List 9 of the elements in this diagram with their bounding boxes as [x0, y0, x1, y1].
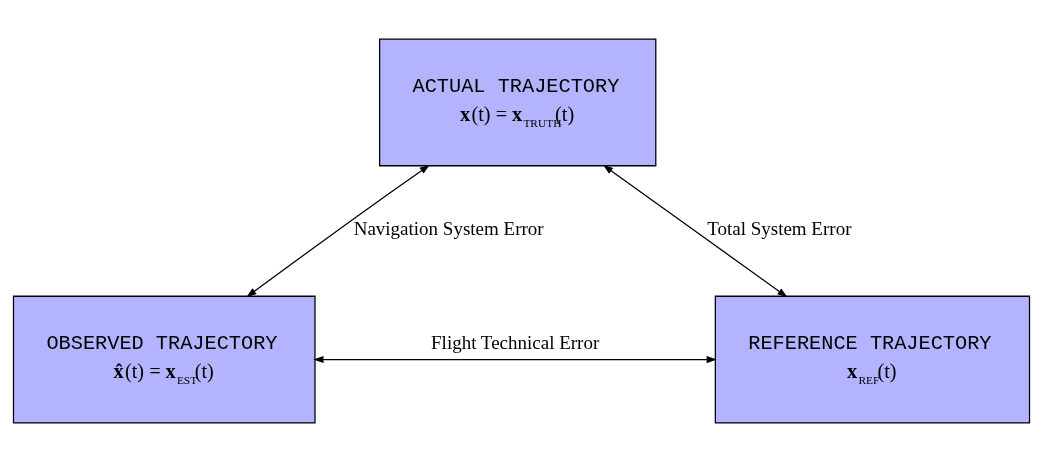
- edge-label: Navigation System Error: [353, 217, 544, 239]
- node-box: ACTUAL TRAJECTORY x(t) = x$_{TRUTH}$(t): [378, 37, 657, 166]
- edge-label: Total System Error: [707, 217, 852, 239]
- arrow: [313, 355, 717, 363]
- node-box: REFERENCE TRAJECTORY x$_{REF}$(t): [714, 295, 1031, 424]
- arrow: [602, 164, 788, 297]
- arrow: [246, 164, 430, 297]
- node-box: OBSERVED TRAJECTORY x̂(t) = x$_{EST}$(t): [12, 295, 316, 424]
- edge-label: Flight Technical Error: [431, 331, 600, 353]
